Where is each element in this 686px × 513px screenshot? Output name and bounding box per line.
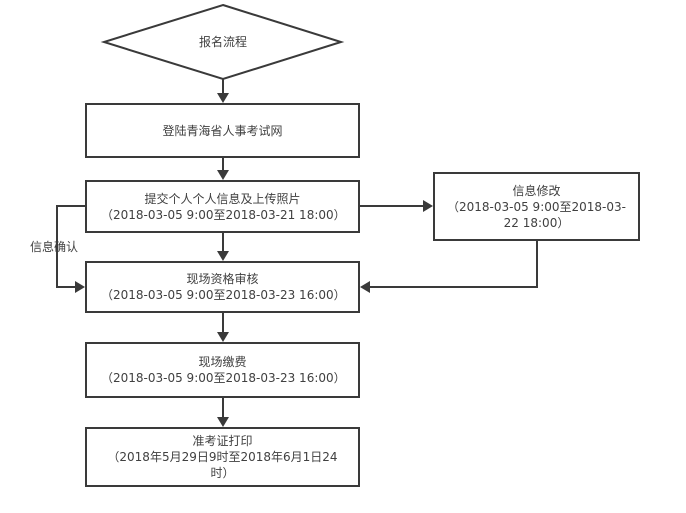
node-print-title: 准考证打印 [192, 434, 253, 448]
node-modify-info: 信息修改 （2018-03-05 9:00至2018-03-22 18:00） [433, 172, 640, 241]
connector-start-to-login [217, 79, 229, 103]
node-onsite-payment: 现场缴费 （2018-03-05 9:00至2018-03-23 16:00） [85, 342, 360, 398]
connector-pay-to-print [217, 398, 229, 427]
node-pay-date: （2018-03-05 9:00至2018-03-23 16:00） [101, 371, 346, 385]
node-login-title: 登陆青海省人事考试网 [162, 123, 283, 138]
connector-login-to-submit [217, 158, 229, 180]
edge-label-confirm: 信息确认 [29, 240, 78, 254]
node-pay-title: 现场缴费 [198, 355, 247, 369]
node-modify-date: （2018-03-05 9:00至2018-03-22 18:00） [447, 199, 626, 230]
node-review-title: 现场资格审核 [186, 272, 259, 286]
node-submit-date: （2018-03-05 9:00至2018-03-21 18:00） [101, 207, 346, 222]
node-onsite-review: 现场资格审核 （2018-03-05 9:00至2018-03-23 16:00… [85, 261, 360, 313]
start-node-label: 报名流程 [198, 35, 247, 49]
node-modify-title: 信息修改 [512, 183, 561, 198]
connector-modify-to-review [360, 241, 538, 293]
connector-review-to-pay [217, 313, 229, 342]
node-submit-info: 提交个人个人信息及上传照片 （2018-03-05 9:00至2018-03-2… [85, 180, 360, 233]
node-print-date: （2018年5月29日9时至2018年6月1日24时） [107, 450, 338, 480]
node-ticket-print: 准考证打印 （2018年5月29日9时至2018年6月1日24时） [85, 427, 360, 487]
connector-confirm-loop [56, 205, 85, 293]
node-review-date: （2018-03-05 9:00至2018-03-23 16:00） [101, 288, 346, 302]
connector-submit-to-review [217, 233, 229, 261]
node-submit-title: 提交个人个人信息及上传照片 [144, 191, 301, 206]
node-login: 登陆青海省人事考试网 [85, 103, 360, 158]
connector-submit-to-modify [360, 200, 433, 212]
